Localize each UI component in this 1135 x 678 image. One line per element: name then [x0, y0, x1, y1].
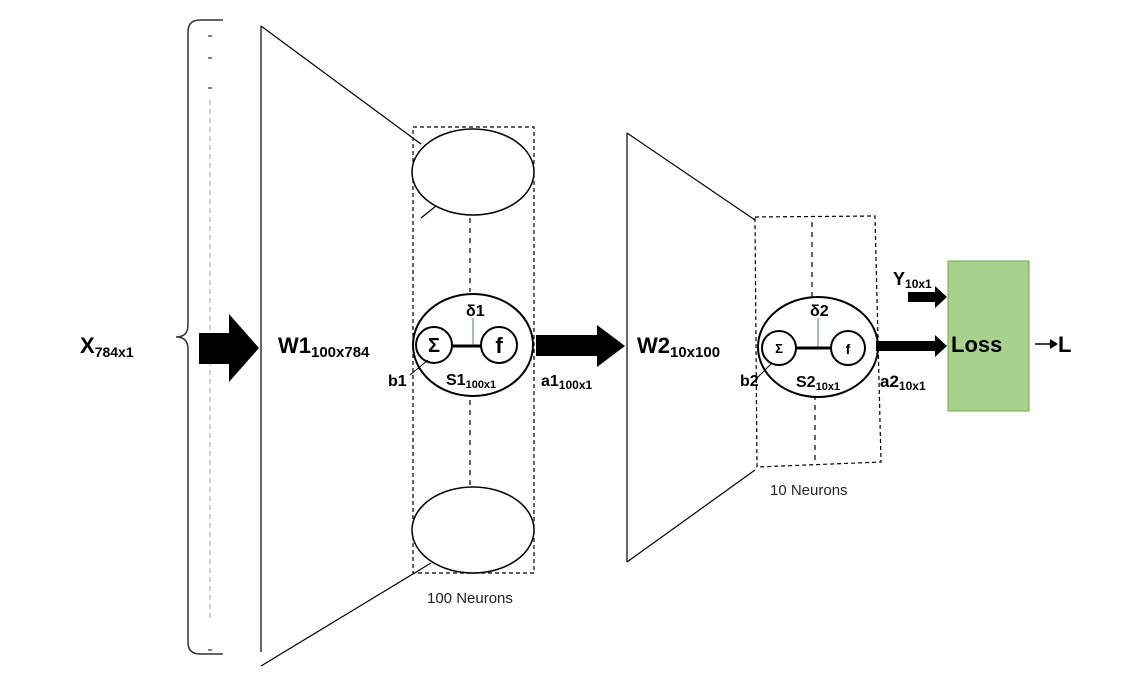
layer2-activation-label: f: [846, 341, 851, 357]
layer1-weight-projection: [260, 25, 437, 667]
layer2-neuron-ellipsis: [811, 222, 816, 460]
layer2-sum-label: S210x1: [796, 374, 840, 393]
input-label: X784x1: [80, 333, 134, 360]
layer2-delta-label: δ2: [810, 303, 829, 320]
layer1-activation-label: f: [495, 333, 503, 358]
layer1-sum-node: [415, 326, 453, 364]
sigma-icon: Σ: [428, 335, 440, 357]
layer2-sum-node: [761, 330, 797, 366]
layer1-weight-label: W1100x784: [278, 333, 370, 361]
layer2-caption: 10 Neurons: [770, 482, 848, 499]
layer1-caption: 100 Neurons: [427, 590, 513, 607]
layer1-sum-label: S1100x1: [446, 372, 496, 391]
input-vector-bracket: [175, 19, 223, 655]
layer2-bias-link: [756, 362, 773, 379]
layer2-output-arrow: [876, 335, 947, 357]
layer2-activation-node: [830, 330, 866, 366]
target-arrow: [908, 286, 947, 308]
sigma-icon: Σ: [775, 341, 783, 356]
output-label: L: [1058, 332, 1071, 357]
layer1-neuron-top: [411, 128, 535, 216]
input-vector-dots: [208, 35, 212, 651]
layer1-delta-label: δ1: [466, 303, 485, 320]
layer1-bias-label: b1: [388, 373, 407, 390]
layer2-bias-label: b2: [740, 373, 759, 390]
loss-box: [947, 260, 1030, 412]
layer2-output-label: a210x1: [880, 372, 926, 393]
layer1-activation-node: [480, 326, 518, 364]
layer2-neuron-box: [754, 215, 882, 468]
layer2-weight-projection: [626, 132, 756, 563]
target-label: Y10x1: [893, 269, 932, 291]
layer2-weight-label: W210x100: [637, 333, 720, 361]
layer1-output-label: a1100x1: [541, 373, 592, 392]
loss-label: Loss: [951, 332, 1002, 357]
input-arrow: [199, 314, 259, 382]
layer1-bias-link: [409, 359, 429, 376]
layer1-neuron-bottom: [411, 486, 535, 574]
loss-output-arrow-head: [1050, 339, 1058, 349]
layer1-output-arrow: [536, 325, 625, 367]
